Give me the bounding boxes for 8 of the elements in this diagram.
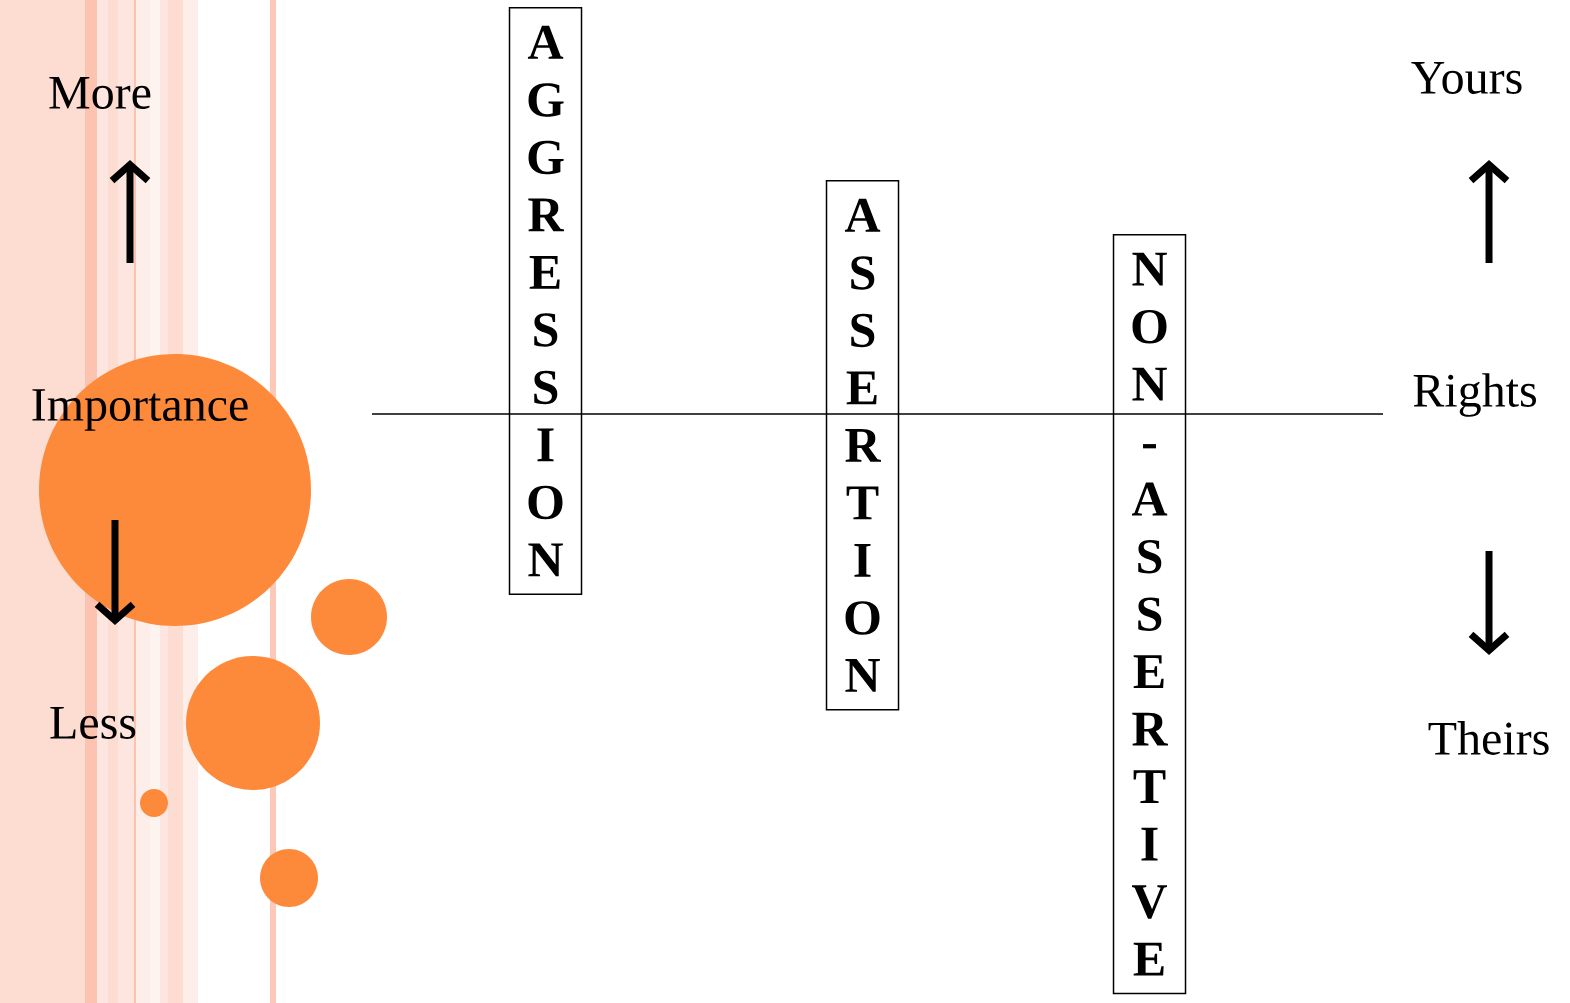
axis-label: Theirs (1428, 721, 1549, 755)
axis-label: Rights (1413, 373, 1536, 417)
word-box: ASSERTION (825, 180, 900, 711)
word-box: AGGRESSION (508, 7, 583, 595)
axis-label: Yours (1411, 62, 1522, 94)
word-box: NON-ASSERTIVE (1112, 234, 1187, 995)
axis-label: Less (50, 707, 136, 739)
axis-label: More (49, 77, 151, 109)
